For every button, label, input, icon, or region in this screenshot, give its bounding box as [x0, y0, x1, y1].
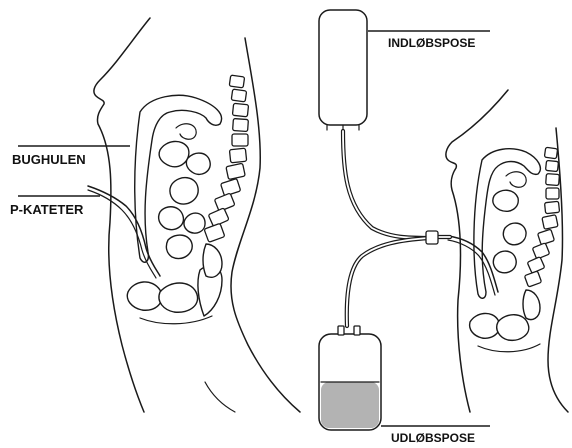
left-body-figure [88, 18, 300, 412]
label-bughulen: BUGHULEN [12, 152, 86, 167]
right-catheter-inner [448, 240, 495, 295]
right-organ-3 [493, 251, 516, 273]
y-connector [426, 231, 438, 244]
left-bladder [127, 282, 161, 310]
left-intestine-loop [176, 124, 196, 140]
left-uterus [159, 283, 198, 312]
right-spine [523, 147, 560, 319]
label-p-kateter: P-KATETER [10, 202, 84, 217]
left-hip-line [205, 382, 235, 412]
left-organ-5 [184, 213, 205, 233]
right-uterus [497, 315, 529, 341]
left-organ-6 [166, 235, 192, 258]
right-organ-1 [493, 190, 518, 211]
outflow-bag [319, 326, 381, 430]
left-organ-2 [170, 178, 198, 204]
left-organ-1 [159, 141, 189, 166]
outflow-bag-fluid [321, 382, 379, 428]
left-organ-4 [159, 207, 184, 230]
right-pelvic-floor [478, 344, 540, 352]
label-udlobspose: UDLØBSPOSE [391, 431, 475, 445]
left-pelvic-floor [140, 316, 212, 324]
left-catheter [88, 186, 160, 276]
left-organ-3 [186, 153, 210, 174]
right-organ-2 [503, 223, 526, 245]
inflow-bag [319, 10, 367, 132]
label-indlobspose: INDLØBSPOSE [388, 36, 475, 50]
right-bladder [470, 313, 500, 338]
dialysis-system [319, 10, 450, 430]
right-catheter [448, 236, 498, 292]
right-body-figure [446, 90, 568, 412]
right-intestine-loop [506, 172, 526, 188]
tubing [343, 131, 450, 326]
